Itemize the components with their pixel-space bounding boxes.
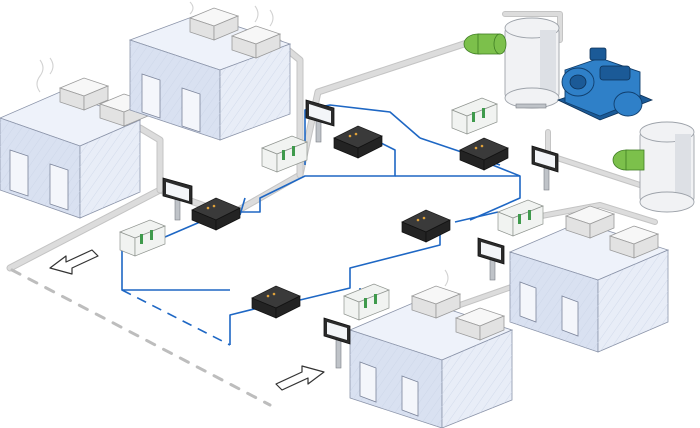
direction-arrow-icon (49, 249, 99, 275)
network-cabling (121, 104, 521, 346)
plc-controller-icon (451, 97, 498, 135)
industrial-gateway-icon (459, 137, 509, 171)
hmi-touch-panel-icon (477, 237, 505, 281)
hmi-touch-panel-icon (323, 317, 351, 369)
screw-compressor-icon (556, 47, 654, 121)
industrial-gateway-icon (333, 125, 383, 159)
direction-arrow-icon (275, 365, 325, 391)
vertical-tank-icon (504, 17, 560, 109)
hmi-touch-panel-icon (305, 99, 335, 143)
cold-storage-room-icon (348, 269, 514, 428)
plc-controller-icon (261, 135, 308, 173)
cold-storage-room-icon (508, 205, 670, 353)
plc-controller-icon (497, 199, 544, 237)
electric-motor-icon (463, 33, 507, 55)
hmi-touch-panel-icon (162, 177, 193, 221)
plc-controller-icon (343, 283, 390, 321)
industrial-gateway-icon (251, 285, 301, 319)
plc-controller-icon (119, 219, 166, 257)
industrial-gateway-icon (191, 197, 241, 231)
cold-storage-room-icon (0, 57, 154, 219)
cold-storage-room-icon (128, 1, 292, 141)
industrial-gateway-icon (401, 209, 451, 243)
hmi-touch-panel-icon (531, 145, 559, 191)
electric-motor-icon (612, 149, 645, 171)
vertical-tank-icon (639, 121, 695, 213)
